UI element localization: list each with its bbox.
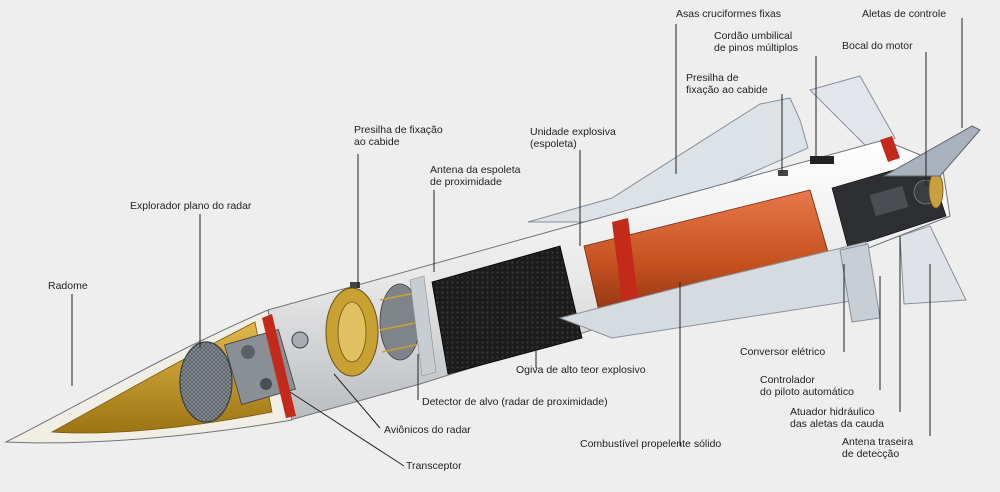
- upper-rear-fin: [809, 75, 896, 151]
- label-hydraulic-actuator: Atuador hidráulico das aletas da cauda: [790, 406, 884, 430]
- label-autopilot: Controlador do piloto automático: [760, 374, 854, 398]
- motor-red-band: [612, 218, 640, 318]
- forward-red-band: [262, 314, 296, 418]
- label-fixed-fins: Asas cruciformes fixas: [676, 8, 782, 20]
- rear-hanger-clip: [778, 170, 788, 176]
- warhead-section: [431, 245, 583, 375]
- label-motor-nozzle: Bocal do motor: [842, 40, 913, 52]
- label-transceiver: Transceptor: [406, 460, 462, 472]
- rear-red-band: [880, 136, 900, 162]
- label-rear-antenna: Antena traseira de detecção: [842, 436, 914, 460]
- label-control-fins: Aletas de controle: [862, 8, 947, 20]
- label-radome: Radome: [48, 280, 88, 292]
- label-radar-scanner: Explorador plano do radar: [130, 200, 252, 212]
- tail-control-fin-upper: [882, 125, 981, 177]
- label-warhead: Ogiva de alto teor explosivo: [516, 364, 646, 376]
- label-electric-converter: Conversor elétrico: [740, 346, 826, 358]
- label-radar-avionics: Aviônicos do radar: [384, 424, 471, 436]
- label-fuze-antenna: Antena da espoleta de proximidade: [430, 164, 521, 188]
- label-target-detector: Detector de alvo (radar de proximidade): [422, 396, 608, 408]
- ring-band: [409, 275, 437, 377]
- umbilical-connector: [810, 156, 834, 164]
- radar-scanner-dish: [179, 341, 233, 423]
- rear-section: [831, 159, 947, 249]
- label-umbilical: Cordão umbilical de pinos múltiplos: [714, 30, 799, 54]
- tail-control-fin-lower: [899, 225, 967, 305]
- label-explosive-unit: Unidade explosiva (espoleta): [530, 126, 616, 150]
- label-front-hanger-clip: Presilha de fixação ao cabide: [354, 124, 443, 148]
- leader-lines: [71, 18, 963, 467]
- front-hanger-clip: [350, 282, 360, 288]
- label-solid-propellant: Combustível propelente sólido: [580, 438, 722, 450]
- tail-control-fin-side: [839, 243, 881, 323]
- label-rear-hanger-clip: Presilha de fixação ao cabide: [686, 72, 768, 96]
